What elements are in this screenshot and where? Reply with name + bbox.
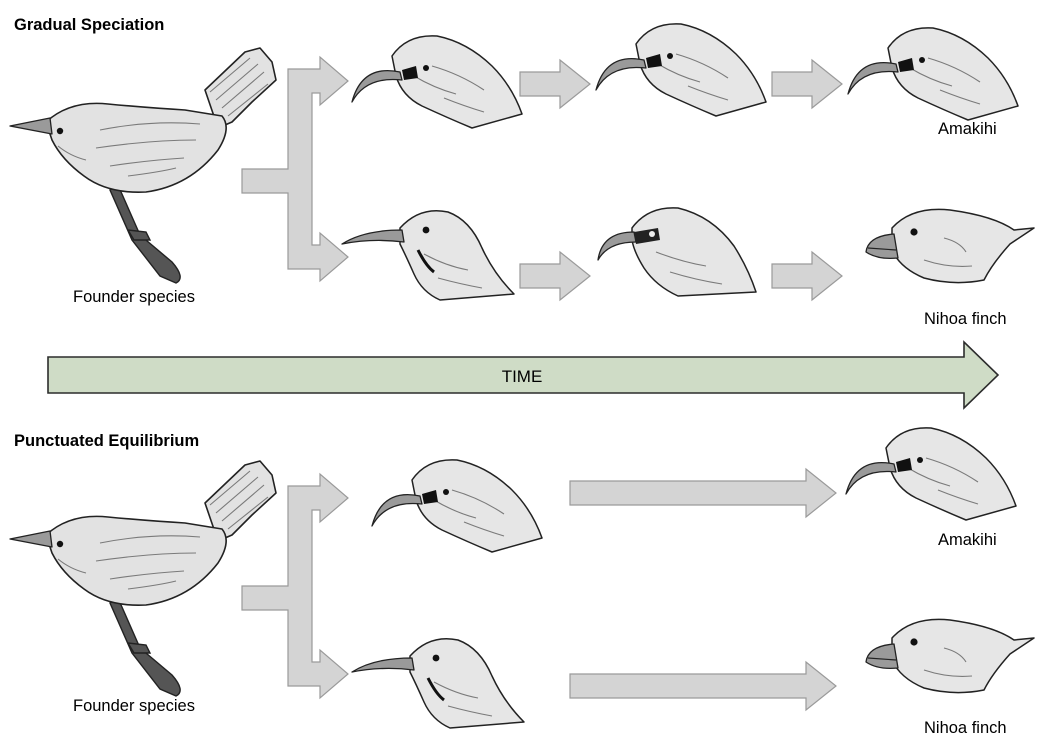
gradual-bottom-head-2 bbox=[597, 207, 757, 297]
gradual-nihoa-label: Nihoa finch bbox=[924, 310, 1007, 328]
founder-bird-gradual bbox=[9, 47, 277, 284]
amakihi-head-gradual bbox=[847, 27, 1019, 121]
punctuated-title: Punctuated Equilibrium bbox=[14, 432, 199, 450]
gradual-title: Gradual Speciation bbox=[14, 16, 164, 34]
gradual-bottom-head-1 bbox=[340, 209, 516, 302]
gradual-top-step-arrow-1 bbox=[519, 58, 591, 110]
gradual-bottom-step-arrow-2 bbox=[771, 250, 843, 302]
punctuated-top-long-arrow bbox=[569, 467, 837, 519]
gradual-bottom-step-arrow-1 bbox=[519, 250, 591, 302]
gradual-amakihi-label: Amakihi bbox=[938, 120, 997, 138]
punctuated-founder-caption: Founder species bbox=[73, 697, 195, 715]
gradual-top-head-2 bbox=[595, 23, 767, 117]
punctuated-bottom-head-1 bbox=[350, 637, 526, 730]
nihoa-finch-head-punctuated bbox=[865, 618, 1035, 694]
punctuated-top-head-1 bbox=[371, 459, 543, 553]
punctuated-amakihi-label: Amakihi bbox=[938, 531, 997, 549]
gradual-founder-caption: Founder species bbox=[73, 288, 195, 306]
time-label: TIME bbox=[502, 367, 543, 386]
nihoa-finch-head-gradual bbox=[865, 208, 1035, 284]
amakihi-head-punctuated bbox=[845, 427, 1017, 521]
gradual-top-step-arrow-2 bbox=[771, 58, 843, 110]
punctuated-nihoa-label: Nihoa finch bbox=[924, 719, 1007, 737]
punctuated-bottom-long-arrow bbox=[569, 660, 837, 712]
time-arrow bbox=[47, 340, 1000, 410]
founder-bird-punctuated bbox=[9, 460, 277, 697]
gradual-top-head-1 bbox=[351, 35, 523, 129]
